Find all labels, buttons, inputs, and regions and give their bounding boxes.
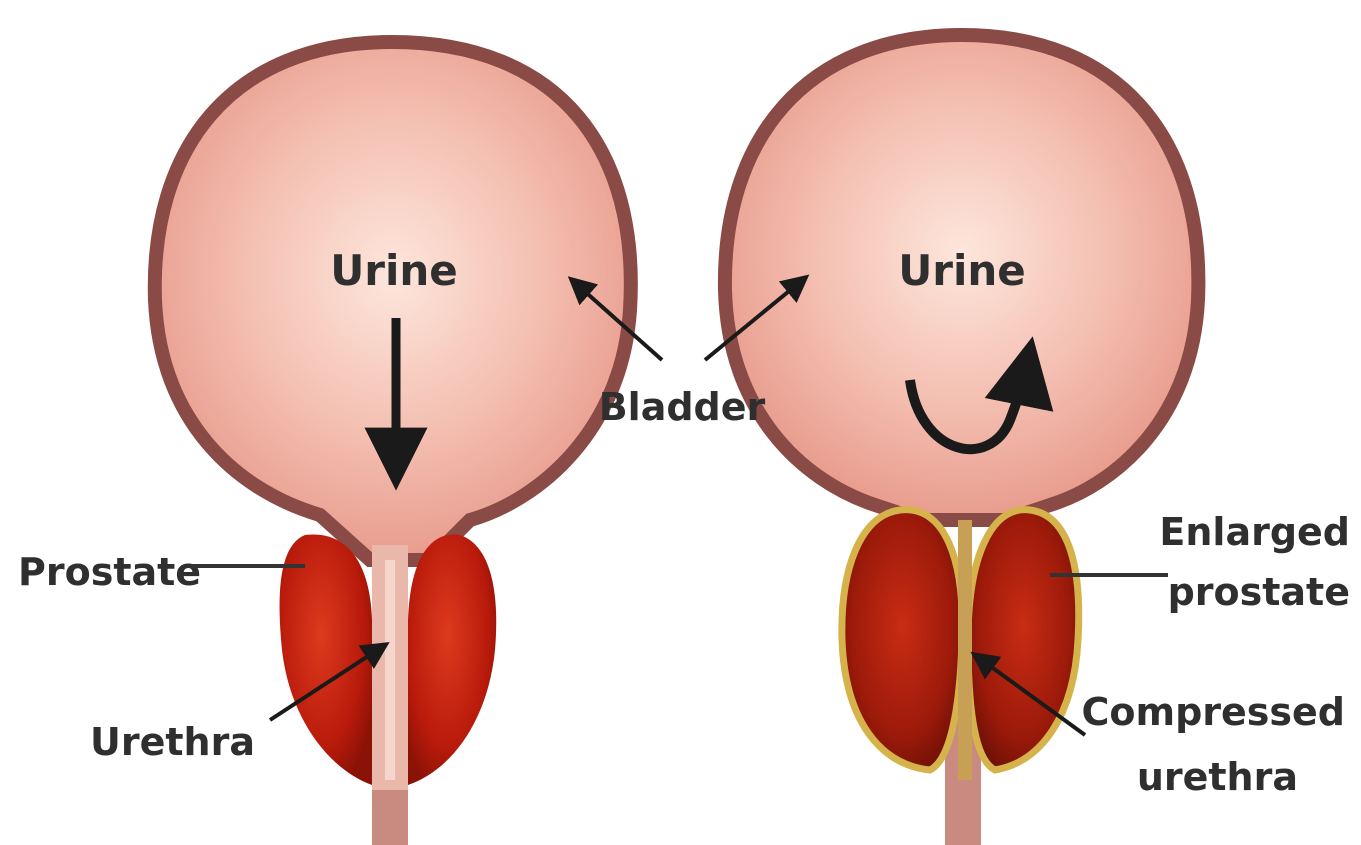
enlarged-prostate-label-line1: Enlarged	[1159, 510, 1350, 554]
prostate-label: Prostate	[18, 550, 201, 594]
enlarged-prostate-label-line2: prostate	[1168, 570, 1350, 614]
urine-label-left: Urine	[330, 246, 458, 295]
compressed-urethra-label-line2: urethra	[1137, 755, 1298, 799]
left-prostate-left-lobe	[280, 534, 372, 785]
urethra-label: Urethra	[90, 720, 255, 764]
left-bladder	[155, 42, 631, 560]
bladder-label: Bladder	[599, 385, 766, 429]
right-prostate-left-lobe	[842, 510, 962, 770]
urine-label-right: Urine	[898, 246, 1026, 295]
compressed-urethra-label-line1: Compressed	[1081, 690, 1345, 734]
compressed-urethra	[958, 520, 972, 780]
left-prostate-right-lobe	[408, 534, 496, 785]
right-prostate-right-lobe	[968, 510, 1079, 770]
